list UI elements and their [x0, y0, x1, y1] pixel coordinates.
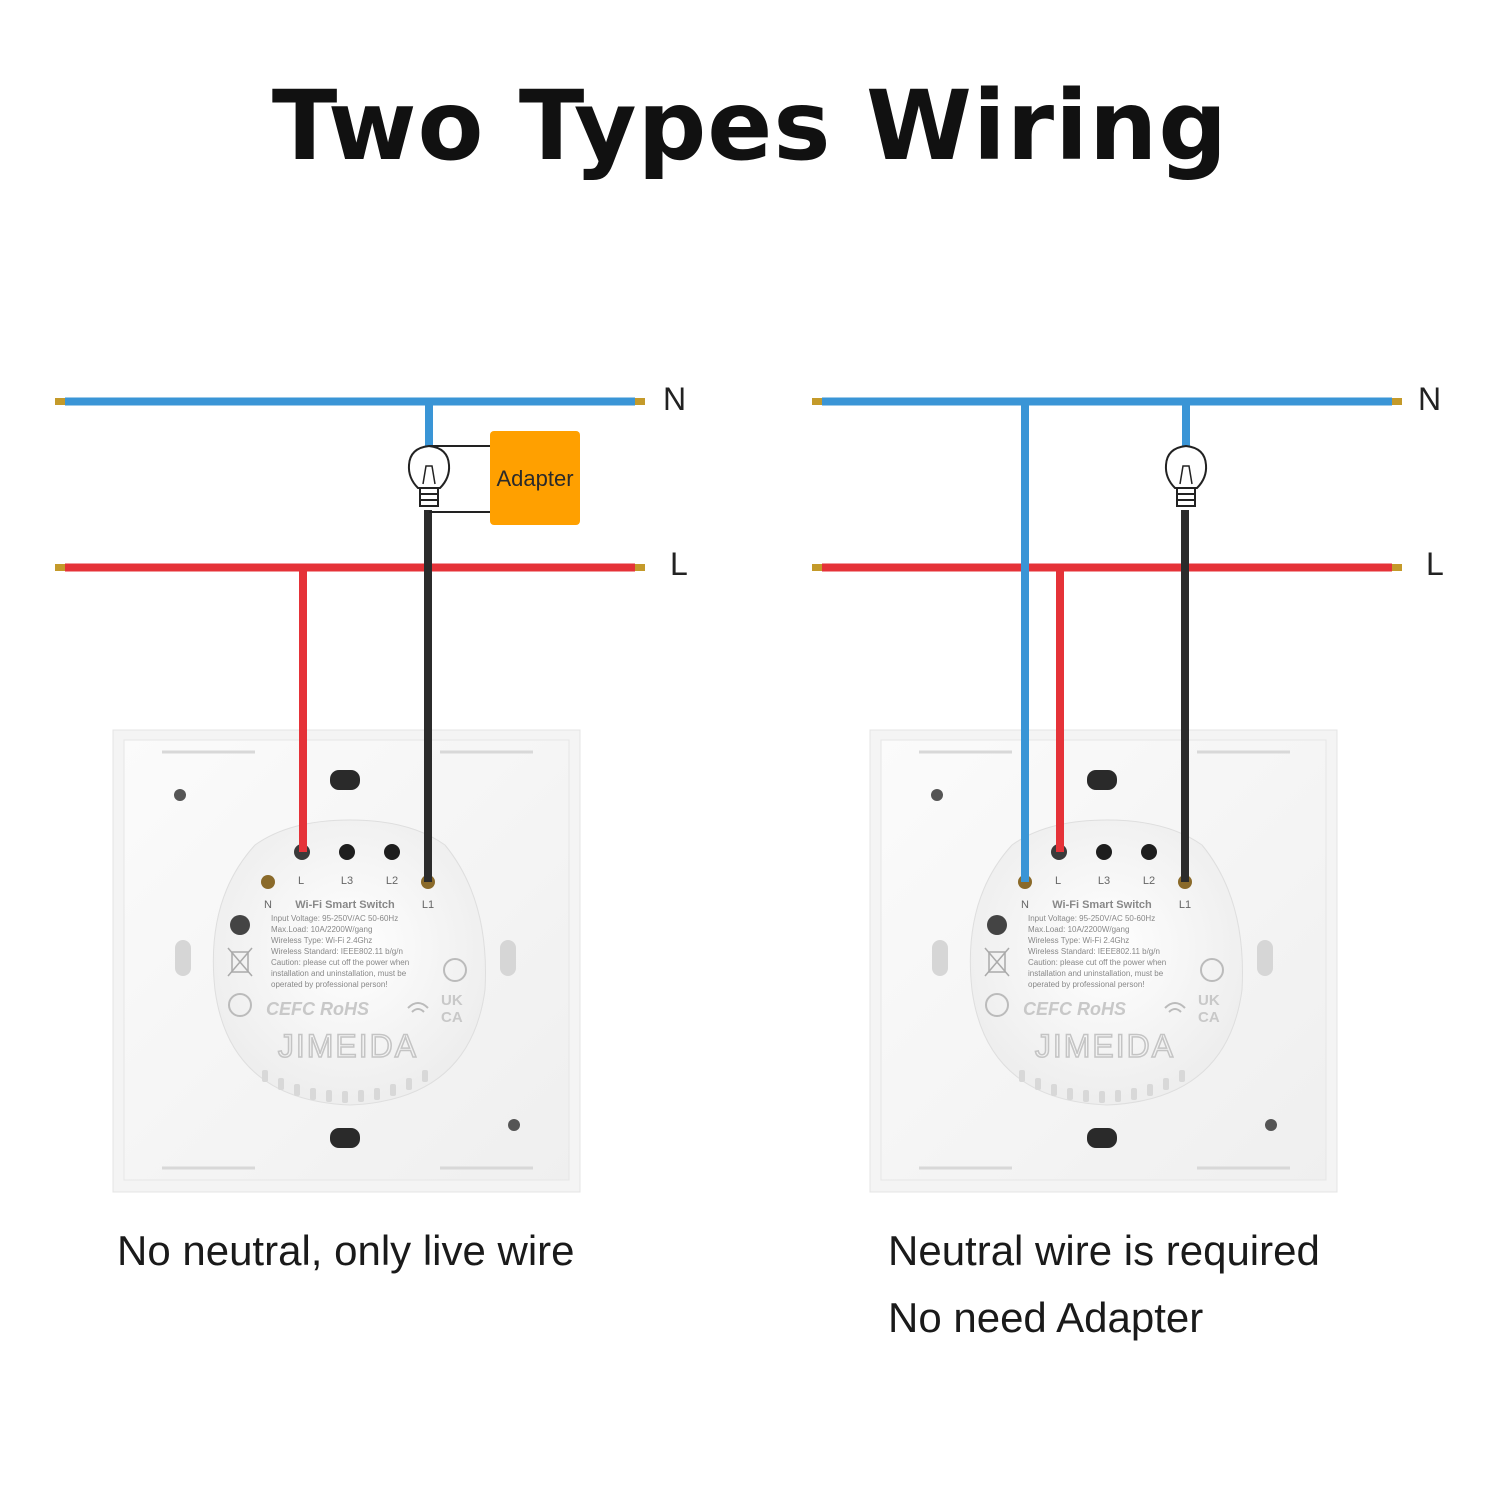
- device-name: Wi-Fi Smart Switch: [1052, 899, 1152, 911]
- ukca-mark-top: UK: [1198, 992, 1220, 1009]
- live-line-label: L: [670, 546, 688, 582]
- light-bulb-icon: [1164, 444, 1208, 507]
- terminal-label-l2: L2: [386, 875, 398, 887]
- neutral-line-label: N: [663, 381, 686, 417]
- live-bus-left: [55, 563, 645, 572]
- wifi-icon: [407, 1002, 429, 1013]
- device-spec-line: Caution: please cut off the power when: [1028, 958, 1166, 967]
- device-spec-line: Wireless Type: Wi-Fi 2.4Ghz: [271, 936, 372, 945]
- weee-bin-icon: [984, 947, 1010, 977]
- terminal-label-n: N: [1021, 899, 1029, 911]
- terminal-label-l2: L2: [1143, 875, 1155, 887]
- ukca-mark-bottom: CA: [1198, 1009, 1220, 1026]
- recycle-icon: [1200, 958, 1224, 982]
- brand-logo: JIMEIDA: [278, 1028, 418, 1064]
- device-spec-line: Wireless Standard: IEEE802.11 b/g/n: [1028, 947, 1160, 956]
- caption-left: No neutral, only live wire: [117, 1227, 575, 1274]
- neutral-line-label: N: [1418, 381, 1441, 417]
- switch-plate-right: [869, 729, 1338, 1193]
- light-bulb-icon: [407, 444, 451, 507]
- device-spec-line: operated by professional person!: [1028, 980, 1145, 989]
- terminal-label-l3: L3: [341, 875, 353, 887]
- terminal-label-n: N: [264, 899, 272, 911]
- weee-bin-icon: [227, 947, 253, 977]
- left-wiring-diagram: L L3 L2 N L1 Wi-Fi Smart Switch Input Vo…: [55, 381, 688, 1193]
- terminal-label-l3: L3: [1098, 875, 1110, 887]
- brand-logo: JIMEIDA: [1035, 1028, 1175, 1064]
- live-bus-right: [812, 563, 1402, 572]
- device-spec-line: installation and uninstallation, must be: [271, 969, 407, 978]
- device-spec-line: Caution: please cut off the power when: [271, 958, 409, 967]
- device-spec-line: operated by professional person!: [271, 980, 388, 989]
- right-wiring-diagram: L L3 L2 N L1 Wi-Fi Smart Switch Input Vo…: [812, 381, 1444, 1193]
- compliance-icon: [985, 993, 1009, 1017]
- terminal-label-l1: L1: [1179, 899, 1191, 911]
- neutral-bus-left: [55, 397, 645, 406]
- terminal-label-l1: L1: [422, 899, 434, 911]
- ukca-mark-bottom: CA: [441, 1009, 463, 1026]
- device-label-left: Wi-Fi Smart Switch Input Voltage: 95-250…: [227, 899, 467, 1065]
- device-spec-line: Wireless Standard: IEEE802.11 b/g/n: [271, 947, 403, 956]
- device-spec-line: Wireless Type: Wi-Fi 2.4Ghz: [1028, 936, 1129, 945]
- terminal-label-l: L: [1055, 875, 1061, 887]
- switch-plate-left: [112, 729, 581, 1193]
- compliance-icon: [228, 993, 252, 1017]
- ukca-mark-top: UK: [441, 992, 463, 1009]
- page-title: Two Types Wiring: [271, 70, 1229, 182]
- device-spec-line: Max.Load: 10A/2200W/gang: [1028, 925, 1129, 934]
- device-spec-line: Input Voltage: 95-250V/AC 50-60Hz: [1028, 914, 1155, 923]
- certification-marks: CEFC RoHS: [1023, 999, 1126, 1019]
- device-spec-line: Input Voltage: 95-250V/AC 50-60Hz: [271, 914, 398, 923]
- adapter-left: Adapter: [429, 431, 580, 525]
- live-line-label: L: [1426, 546, 1444, 582]
- device-label-right: Wi-Fi Smart Switch Input Voltage: 95-250…: [984, 899, 1224, 1065]
- certification-marks: CEFC RoHS: [266, 999, 369, 1019]
- caption-right-line2: No need Adapter: [888, 1294, 1204, 1341]
- adapter-label: Adapter: [496, 466, 573, 491]
- recycle-icon: [443, 958, 467, 982]
- terminal-label-l: L: [298, 875, 304, 887]
- wifi-icon: [1164, 1002, 1186, 1013]
- device-name: Wi-Fi Smart Switch: [295, 899, 395, 911]
- device-spec-line: installation and uninstallation, must be: [1028, 969, 1164, 978]
- neutral-bus-right: [812, 397, 1402, 406]
- caption-right-line1: Neutral wire is required: [888, 1227, 1320, 1274]
- device-spec-line: Max.Load: 10A/2200W/gang: [271, 925, 372, 934]
